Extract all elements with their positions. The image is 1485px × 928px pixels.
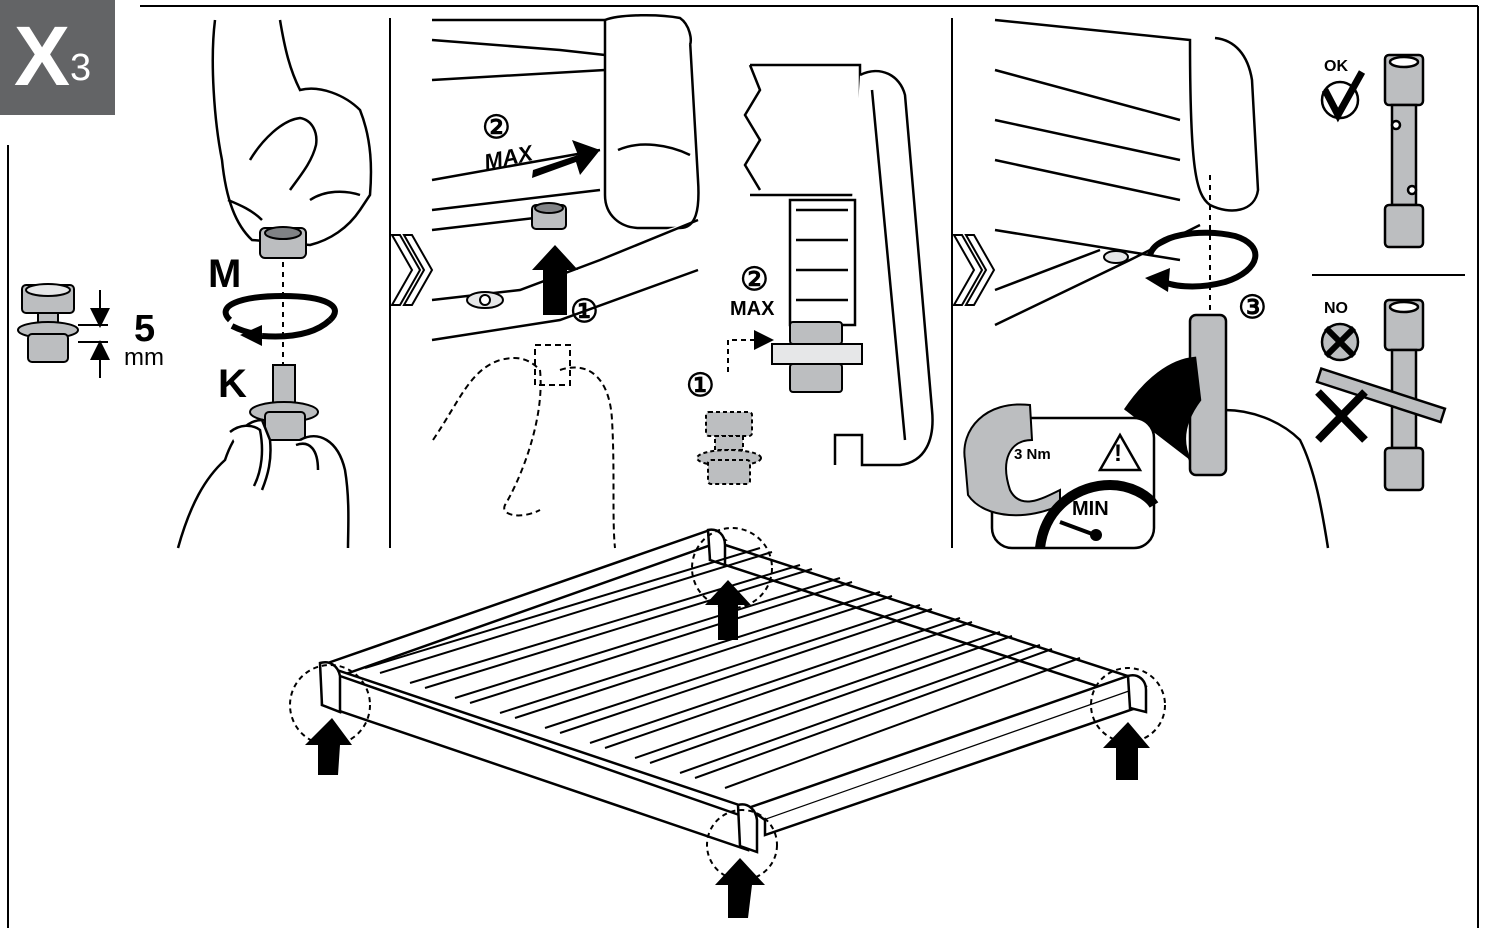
dashed-bolt-icon — [697, 412, 761, 484]
panel3-step1: ① — [686, 366, 715, 404]
panel2-step2: ② — [482, 108, 511, 146]
hand-holding-nut-icon — [213, 20, 371, 245]
no-cross-icon — [1318, 392, 1365, 440]
warning-symbol: ! — [1114, 440, 1122, 468]
crossbar-section-view — [745, 65, 933, 465]
next-step-chevron-icon — [954, 235, 994, 305]
mounting-nut-icon — [532, 203, 566, 229]
dashed-hand-icon — [433, 345, 615, 548]
torque-info-box — [964, 404, 1154, 548]
bolt-label: K — [218, 362, 247, 407]
no-circle-icon — [1322, 324, 1358, 360]
tube-wrench-in-hand-icon — [1125, 315, 1328, 548]
ok-check-icon — [1322, 72, 1362, 118]
nut-m-icon — [260, 227, 306, 258]
ok-wrench-icon — [1385, 55, 1423, 247]
panel4-step3: ③ — [1238, 288, 1267, 326]
roof-rack-frame — [320, 530, 1146, 852]
rotate-arrowhead-icon — [1145, 268, 1170, 292]
panel2-step1: ① — [570, 292, 599, 330]
rotate-arrow-icon — [226, 296, 335, 336]
slide-arrow-icon — [532, 140, 600, 178]
no-label: NO — [1324, 300, 1348, 318]
panel3-step2: ② — [740, 260, 769, 298]
hand-holding-bolt-icon — [178, 420, 348, 548]
dashed-arrow — [728, 340, 770, 372]
washer-screw-icon — [467, 292, 503, 308]
next-step-chevron-icon — [392, 235, 432, 305]
bolt-height-unit: mm — [124, 344, 164, 372]
ok-label: OK — [1324, 58, 1348, 76]
torque-label: 3 Nm — [1014, 446, 1051, 463]
measure-arrows — [78, 290, 108, 378]
bolt-with-nut-icon — [18, 284, 78, 362]
nut-label: M — [208, 252, 241, 297]
panel3-max-label: MAX — [730, 298, 774, 321]
min-label: MIN — [1072, 498, 1109, 521]
crossbar-end-view — [995, 20, 1258, 325]
washer-icon — [1104, 251, 1128, 263]
